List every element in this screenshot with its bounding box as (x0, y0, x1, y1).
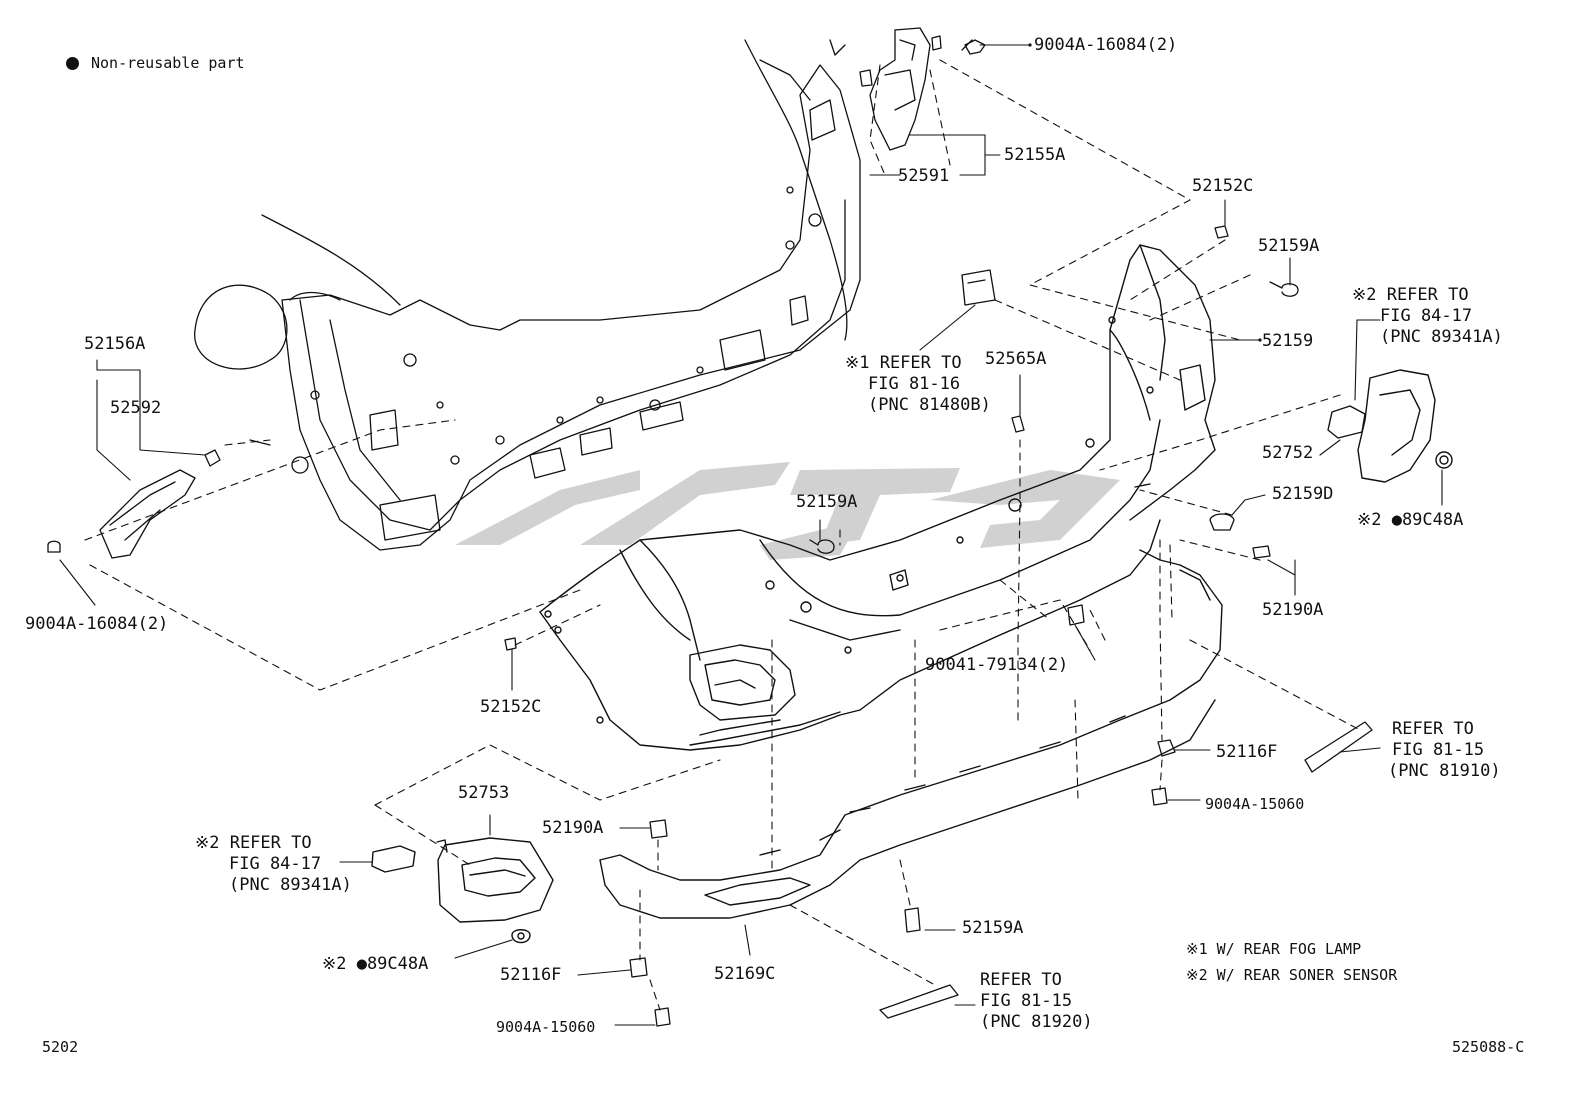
fasteners (504, 39, 1373, 1027)
diagram-id: 525088-C (1452, 1038, 1525, 1056)
part-label-52152C-left: 52152C (480, 697, 542, 717)
ref-sonar-left-line3: (PNC 89341A) (229, 875, 352, 895)
part-label-52565A: 52565A (985, 349, 1047, 369)
ref-reflector-right-line2: FIG 81-15 (1392, 740, 1485, 760)
ref-fog-lamp-line2: FIG 81-16 (868, 374, 961, 394)
part-label-89C48A-right: ※2 ●89C48A (1357, 510, 1464, 530)
ref-sonar-right-line2: FIG 84-17 (1380, 306, 1473, 326)
part-label-52156A: 52156A (84, 334, 146, 354)
part-label-9004A-15060-left: 9004A-15060 (496, 1018, 596, 1036)
ref-reflector-right-line1: REFER TO (1392, 719, 1474, 739)
part-label-52159: 52159 (1262, 331, 1314, 351)
ref-fog-lamp-line1: ※1 REFER TO (845, 353, 962, 373)
part-label-52592: 52592 (110, 398, 162, 418)
leader-dots (1028, 43, 1262, 342)
ref-sonar-right-line3: (PNC 89341A) (1380, 327, 1503, 347)
ref-fog-lamp-line3: (PNC 81480B) (868, 395, 991, 415)
part-label-9004A-16084-top: 9004A-16084(2) (1034, 35, 1178, 55)
note-rear-sonar-sensor: ※2 W/ REAR SONER SENSOR (1186, 966, 1398, 984)
ref-sonar-left-line2: FIG 84-17 (229, 854, 322, 874)
part-label-52159A-mid: 52159A (796, 492, 858, 512)
non-reusable-bullet-icon (66, 57, 79, 70)
back-panel-body (194, 39, 861, 551)
part-label-52116F-right: 52116F (1216, 742, 1278, 762)
assembly-lines (84, 59, 1361, 1011)
ref-reflector-bottom-line2: FIG 81-15 (980, 991, 1073, 1011)
ref-sonar-right-line1: ※2 REFER TO (1352, 285, 1469, 305)
part-label-52159A-bottom: 52159A (962, 918, 1024, 938)
ref-reflector-bottom-line1: REFER TO (980, 970, 1062, 990)
bumper-cover (539, 244, 1216, 751)
sensor-bracket-right (1327, 369, 1453, 483)
part-label-52752: 52752 (1262, 443, 1314, 463)
ref-sonar-left-line1: ※2 REFER TO (195, 833, 312, 853)
legend-non-reusable: Non-reusable part (91, 54, 245, 72)
part-label-89C48A-left: ※2 ●89C48A (322, 954, 429, 974)
part-label-9004A-16084-left: 9004A-16084(2) (25, 614, 169, 634)
part-label-52159A-top: 52159A (1258, 236, 1320, 256)
bracket-left (47, 449, 221, 559)
part-label-52116F-left: 52116F (500, 965, 562, 985)
lamp-bezel-left (371, 837, 554, 944)
page-number: 5202 (42, 1038, 79, 1056)
part-label-52159D: 52159D (1272, 484, 1334, 504)
part-label-52753: 52753 (458, 783, 510, 803)
part-label-9004A-15060-right: 9004A-15060 (1205, 795, 1305, 813)
leader-lines (59, 44, 1443, 1026)
part-label-52169C: 52169C (714, 964, 776, 984)
part-label-90041-79134: 90041-79134(2) (925, 655, 1069, 675)
ref-reflector-right-line3: (PNC 81910) (1388, 761, 1501, 781)
note-rear-fog-lamp: ※1 W/ REAR FOG LAMP (1186, 940, 1362, 958)
bracket-upper-right (859, 27, 986, 151)
lower-bumper (599, 549, 1223, 919)
watermark (455, 462, 1120, 560)
part-label-52190A-right: 52190A (1262, 600, 1324, 620)
part-label-52591: 52591 (898, 166, 950, 186)
ref-reflector-bottom-line3: (PNC 81920) (980, 1012, 1093, 1032)
part-label-52152C-top: 52152C (1192, 176, 1254, 196)
part-label-52155A: 52155A (1004, 145, 1066, 165)
part-label-52190A-left: 52190A (542, 818, 604, 838)
